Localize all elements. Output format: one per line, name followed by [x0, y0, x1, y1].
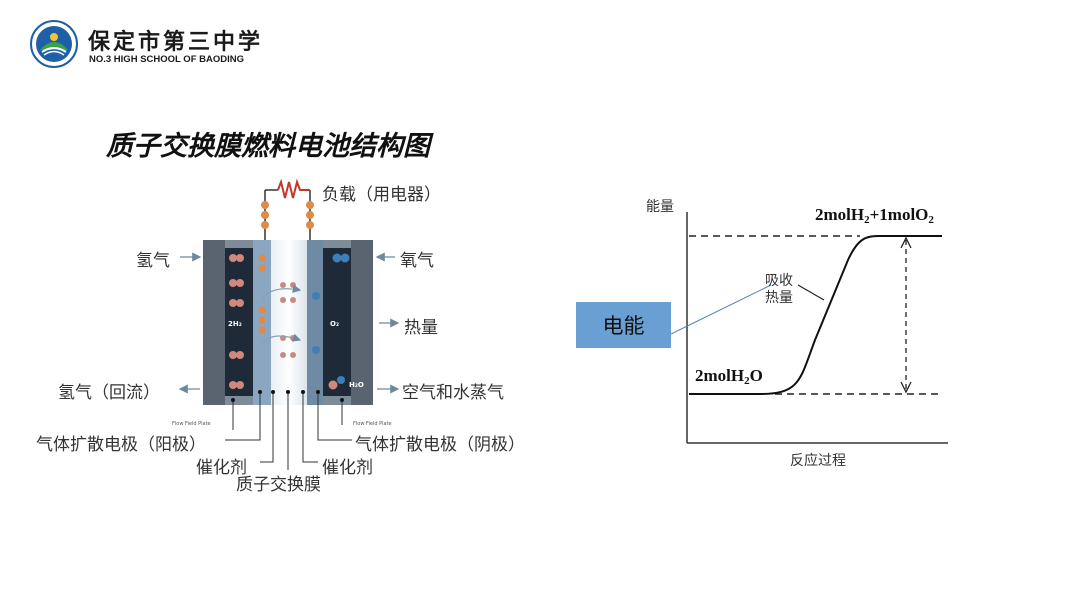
x-axis-label: 反应过程: [790, 453, 846, 469]
membrane-label: 质子交换膜: [236, 475, 321, 495]
internal-flow-arrows: [261, 284, 302, 346]
water-label: H₂O: [349, 381, 364, 389]
cathode-flow-plate: [351, 240, 373, 405]
school-name-cn: 保定市第三中学: [88, 29, 264, 55]
load-label: 负载（用电器）: [322, 185, 441, 205]
cathode-gas-label: O₂: [330, 320, 340, 328]
catalyst-right-label: 催化剂: [322, 458, 373, 478]
catalyst-left-label: 催化剂: [196, 458, 247, 478]
air-vapor-label: 空气和水蒸气: [402, 383, 504, 403]
oxygen-molecules: [312, 253, 350, 390]
school-name-en: NO.3 HIGH SCHOOL OF BAODING: [89, 54, 245, 65]
school-header: 保定市第三中学 NO.3 HIGH SCHOOL OF BAODING: [30, 20, 290, 68]
hydrogen-return-label: 氢气（回流）: [58, 383, 160, 403]
absorb-heat-pointer: [797, 284, 825, 301]
hydrogen-in-label: 氢气: [136, 251, 170, 271]
anode-gas-label: 2H₂: [228, 320, 242, 328]
school-logo-icon: [30, 20, 78, 68]
absorb-heat-label-1: 吸收: [765, 273, 793, 289]
cathode-gas-channel: [323, 248, 351, 396]
heat-label: 热量: [404, 318, 438, 338]
electric-energy-callout: 电能: [576, 302, 671, 348]
flow-plate-left-label: Flow Field Plate: [172, 421, 211, 427]
anode-gas-channel: [225, 248, 253, 396]
energy-curve: [689, 235, 942, 395]
callout-line: [670, 284, 772, 335]
proton-exchange-membrane: [271, 240, 307, 405]
resistor-icon: [277, 178, 310, 199]
anode-electrode-label: 气体扩散电极（阳极）: [36, 435, 206, 455]
product-label: 2molH2+1molO2: [815, 205, 934, 226]
proton-dots: [258, 254, 266, 334]
external-arrows: [178, 252, 400, 394]
cathode-electrode-label: 气体扩散电极（阴极）: [355, 435, 525, 455]
absorb-heat-label-2: 热量: [765, 290, 793, 306]
fuel-cell-title: 质子交换膜燃料电池结构图: [106, 131, 430, 162]
label-leader-lines: [225, 392, 352, 470]
oxygen-in-label: 氧气: [400, 251, 434, 271]
cathode-electrode: [307, 240, 323, 405]
electron-dots: [261, 201, 314, 229]
y-axis-label: 能量: [646, 199, 674, 215]
hydrogen-molecules: [229, 254, 244, 389]
reactant-label: 2molH2O: [695, 366, 763, 387]
electrode-marker-dots: [231, 390, 344, 402]
flow-plate-right-label: Flow Field Plate: [353, 421, 392, 427]
anode-flow-plate: [203, 240, 225, 405]
